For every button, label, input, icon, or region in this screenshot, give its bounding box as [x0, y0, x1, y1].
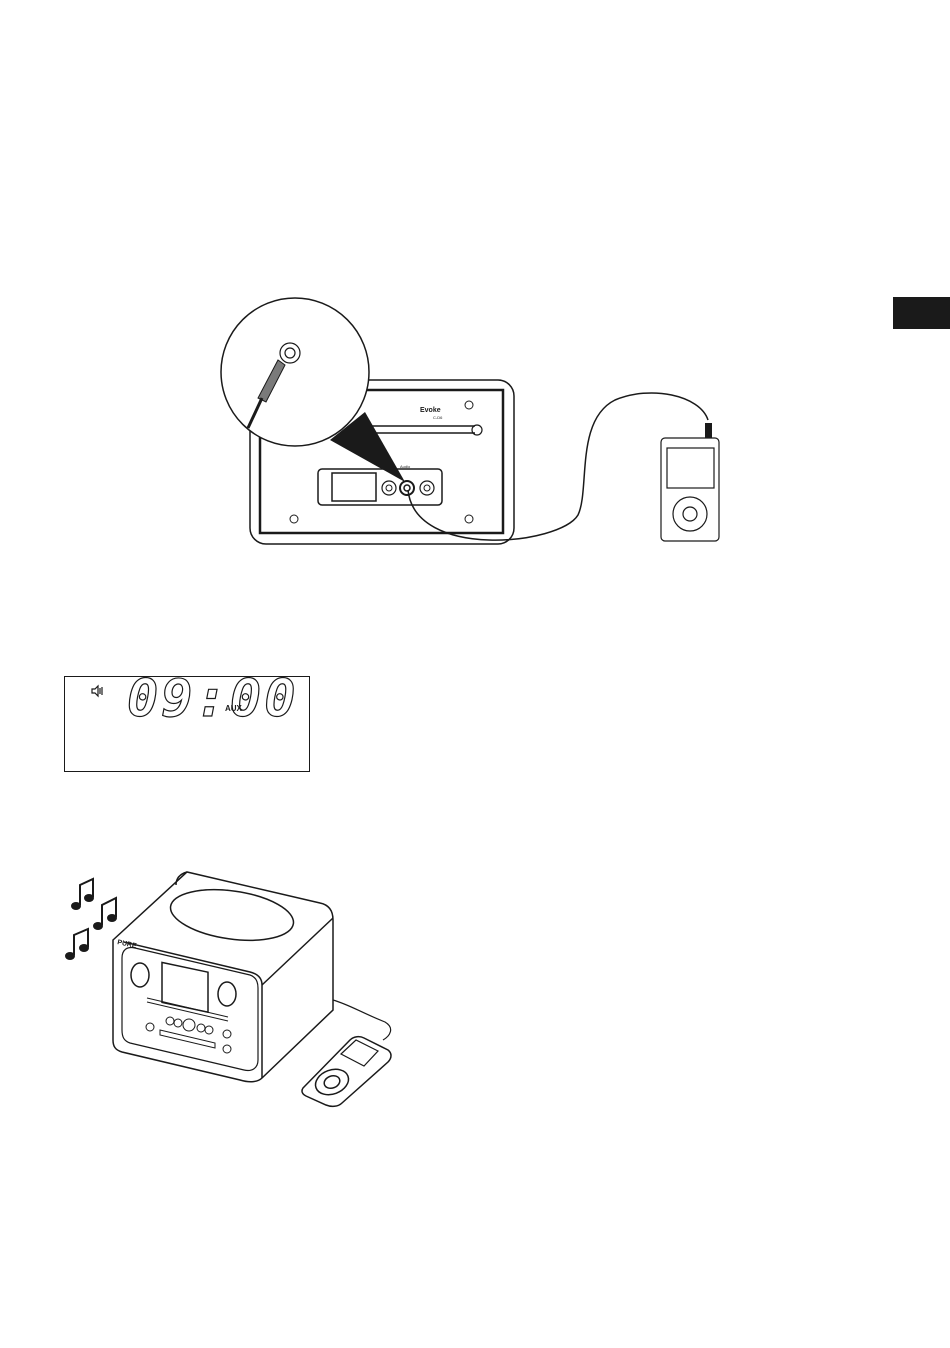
music-note-icon [93, 898, 117, 930]
knob-left [131, 963, 149, 987]
music-note-icon [65, 929, 89, 960]
aux-cable-front [333, 1000, 391, 1040]
music-note-icon [71, 879, 94, 910]
knob-right [218, 982, 236, 1006]
radio-display [162, 962, 208, 1012]
media-player-front [302, 1037, 391, 1107]
